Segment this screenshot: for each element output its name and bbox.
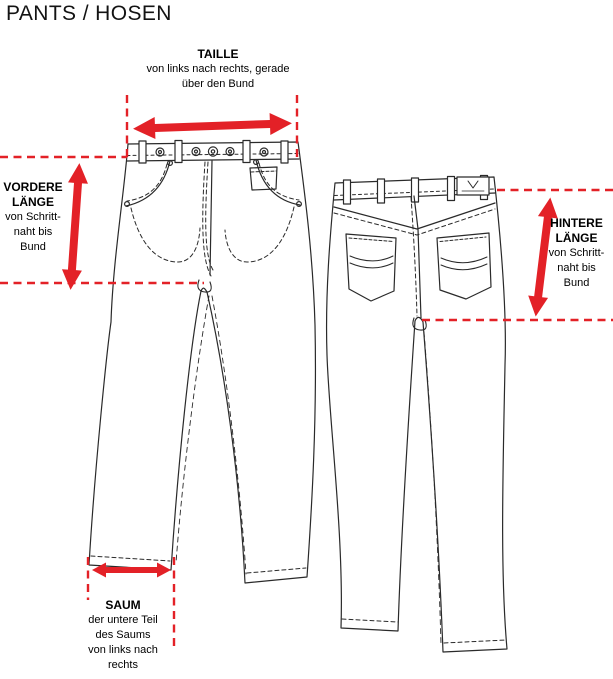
saum-desc-line: des Saums — [95, 629, 151, 641]
taille-measure-arrow — [133, 112, 292, 139]
hintere-desc-line: Bund — [563, 277, 590, 289]
saum-desc-line: der untere Teil — [88, 614, 158, 626]
vordere-desc-line: naht bis — [13, 226, 53, 238]
taille-label: TAILLE — [197, 47, 239, 61]
measurement-marks — [0, 95, 613, 648]
brand-patch — [456, 176, 490, 196]
annotation-hintere-laenge: HINTERE LÄNGE von Schritt- naht bis Bund — [540, 216, 613, 291]
page-title: PANTS / HOSEN — [6, 2, 172, 25]
taille-desc-line: von links nach rechts, gerade — [146, 63, 290, 75]
vordere-label-line: VORDERE — [3, 180, 63, 194]
vordere-desc-line: von Schritt- — [5, 211, 61, 223]
taille-desc-line: über den Bund — [181, 78, 255, 90]
hintere-desc-line: naht bis — [557, 262, 596, 274]
hintere-label-line: HINTERE — [550, 216, 603, 230]
annotation-saum: SAUM der untere Teil des Saums von links… — [73, 598, 173, 673]
back-length-measure-arrow — [528, 197, 558, 317]
pants-front-drawing — [88, 139, 317, 584]
pants-back-drawing — [325, 174, 508, 653]
annotation-vordere-laenge: VORDERE LÄNGE von Schritt- naht bis Bund — [0, 180, 66, 255]
hem-measure-arrow — [92, 562, 171, 578]
vordere-label-line: LÄNGE — [12, 195, 54, 209]
front-length-measure-arrow — [61, 163, 88, 290]
hintere-desc-line: von Schritt- — [548, 247, 605, 259]
hintere-label-line: LÄNGE — [555, 231, 598, 245]
saum-label: SAUM — [105, 598, 141, 612]
waistband-buttons — [155, 146, 269, 157]
annotation-taille: TAILLE von links nach rechts, gerade übe… — [128, 47, 308, 92]
saum-desc-line: rechts — [108, 659, 138, 671]
vordere-desc-line: Bund — [20, 241, 46, 253]
saum-desc-line: von links nach — [88, 644, 158, 656]
